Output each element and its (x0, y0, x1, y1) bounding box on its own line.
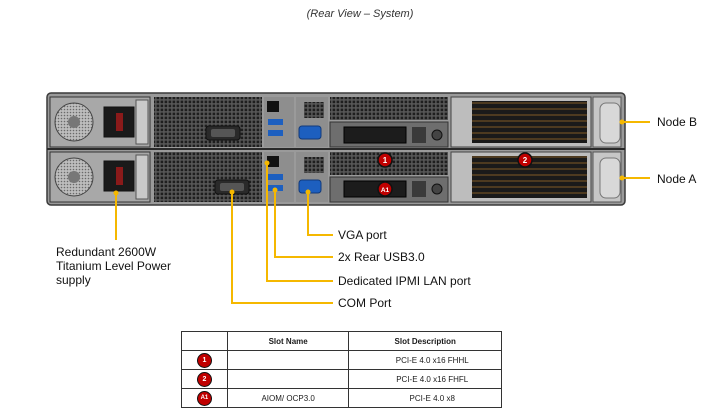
figure-caption: (Rear View – System) (306, 8, 414, 20)
header-slot-description: Slot Description (348, 331, 502, 351)
svg-text:1: 1 (383, 156, 388, 165)
psu-bottom (49, 151, 151, 203)
slot-name-cell (226, 350, 350, 370)
node-b-io (154, 96, 622, 148)
header-badge (181, 331, 228, 351)
psu-top (49, 96, 151, 148)
ipmi-label: Dedicated IPMI LAN port (338, 274, 471, 288)
slot-desc-cell: PCI-E 4.0 x16 FHHL (348, 350, 502, 370)
slot-desc-cell: PCI-E 4.0 x16 FHFL (348, 369, 502, 389)
table-row: 1 PCI-E 4.0 x16 FHHL (181, 350, 502, 370)
slot-badge: A1 (196, 390, 212, 406)
com-port-label: COM Port (338, 296, 392, 310)
slot-badge: 1 (196, 352, 212, 368)
table-row: 2 PCI-E 4.0 x16 FHFL (181, 369, 502, 389)
slot-name-cell (226, 369, 350, 389)
slot-badge: 2 (196, 371, 212, 387)
node-a-io (154, 151, 622, 203)
svg-text:A1: A1 (381, 187, 390, 194)
svg-text:2: 2 (523, 156, 528, 165)
callout-lines (115, 121, 650, 304)
slot-marker-a1: A1 (377, 181, 393, 197)
slot-marker-1: 1 (377, 152, 393, 168)
slot-marker-2: 2 (517, 152, 533, 168)
psu-callout-line3: supply (56, 273, 91, 287)
node-b-label: Node B (657, 115, 698, 129)
usb-label: 2x Rear USB3.0 (338, 250, 425, 264)
psu-callout: Redundant 2600W Titanium Level Power sup… (56, 245, 171, 287)
table-header-row: Slot Name Slot Description (181, 331, 502, 351)
node-a-label: Node A (657, 172, 697, 186)
header-slot-name: Slot Name (226, 331, 350, 351)
slot-name-cell: AIOM/ OCP3.0 (226, 388, 350, 408)
slot-desc-cell: PCI-E 4.0 x8 (348, 388, 502, 408)
callout-dots (113, 119, 625, 196)
psu-callout-line2: Titanium Level Power (56, 259, 171, 273)
vga-port-label: VGA port (338, 228, 387, 242)
psu-callout-line1: Redundant 2600W (56, 245, 157, 259)
table-row: A1 AIOM/ OCP3.0 PCI-E 4.0 x8 (181, 388, 502, 408)
slot-table: Slot Name Slot Description 1 PCI-E 4.0 x… (181, 331, 502, 408)
